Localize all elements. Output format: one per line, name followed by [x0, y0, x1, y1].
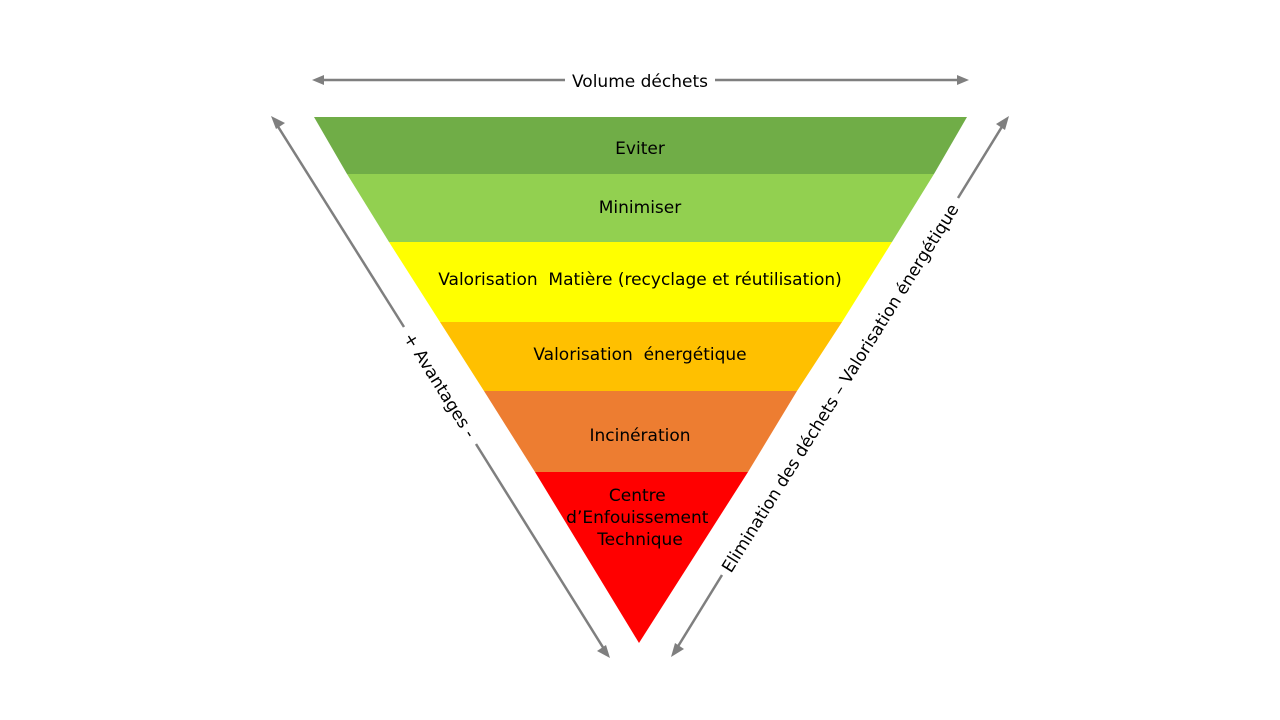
band-eviter — [314, 117, 967, 174]
elimination-arrow-lower-line — [675, 574, 724, 649]
arrow-down-left-icon — [671, 643, 684, 657]
arrow-left-icon — [312, 75, 324, 85]
arrow-right-icon — [957, 75, 969, 85]
volume-label: Volume déchets — [572, 72, 708, 92]
band-labels: Eviter Minimiser Valorisation Matière (r… — [438, 139, 842, 550]
elimination-arrow-upper-line — [956, 124, 1005, 199]
band-minimiser — [347, 174, 934, 242]
advantages-arrow-upper-line — [275, 124, 406, 328]
band-label-cet-line-1: Centre — [609, 486, 666, 506]
band-label-cet-line-3: Technique — [596, 530, 683, 550]
band-label-cet-line-2: d’Enfouissement — [566, 508, 709, 528]
arrow-down-right-icon — [597, 645, 610, 658]
band-valorisation-matiere — [389, 242, 892, 322]
band-cet — [535, 472, 748, 643]
band-label-incineration: Incinération — [589, 426, 690, 446]
band-label-valorisation-energetique: Valorisation énergétique — [533, 345, 746, 365]
pyramid-bands — [314, 117, 967, 643]
band-label-minimiser: Minimiser — [599, 198, 681, 218]
band-label-eviter: Eviter — [615, 139, 665, 159]
advantages-arrow-lower-line — [474, 443, 606, 650]
band-label-cet: Centre d’Enfouissement Technique — [566, 486, 714, 550]
band-valorisation-energetique — [440, 322, 842, 391]
volume-arrow: Volume déchets — [312, 72, 969, 92]
arrow-up-left-icon — [271, 116, 285, 129]
arrow-up-right-icon — [996, 116, 1009, 130]
band-label-valorisation-matiere: Valorisation Matière (recyclage et réuti… — [438, 270, 842, 290]
band-incineration — [484, 391, 797, 472]
